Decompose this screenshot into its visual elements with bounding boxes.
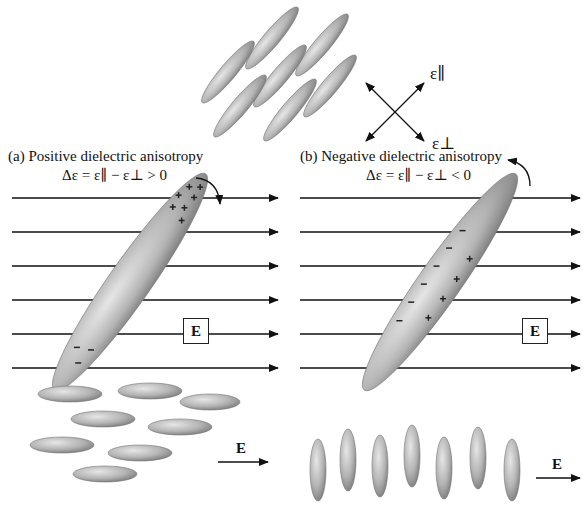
field-symbol: E	[191, 324, 201, 339]
field-label: E	[552, 456, 562, 473]
field-box: E	[183, 318, 209, 344]
formula: Δε = ε∥ − ε⊥ > 0	[62, 167, 167, 184]
panel-heading: (b) Negative dielectric anisotropy	[300, 148, 502, 165]
formula: Δε = ε∥ − ε⊥ < 0	[366, 167, 471, 184]
field-symbol: E	[530, 324, 540, 339]
axis-label: ε∥	[430, 64, 445, 84]
field-box: E	[522, 318, 548, 344]
panel-heading: (a) Positive dielectric anisotropy	[8, 148, 203, 165]
field-label: E	[236, 440, 246, 457]
